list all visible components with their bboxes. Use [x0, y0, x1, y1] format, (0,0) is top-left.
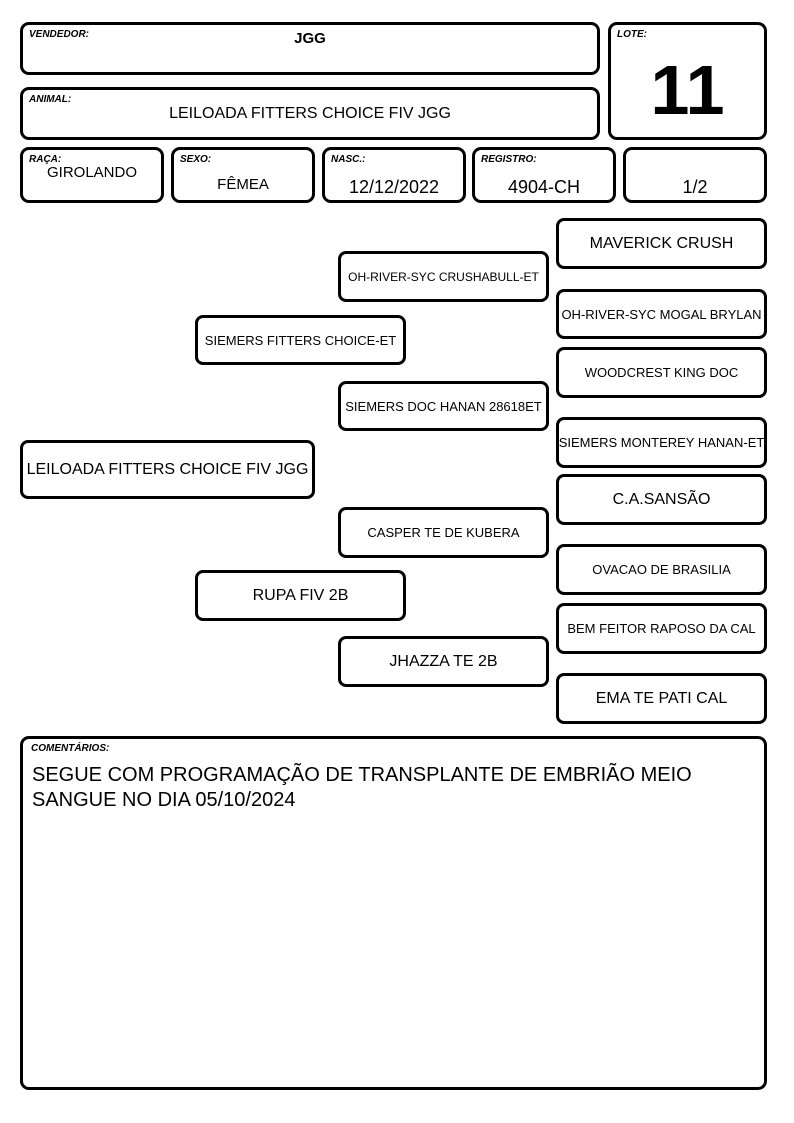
- pedigree-ss-dam: OH-RIVER-SYC MOGAL BRYLAN: [556, 289, 767, 339]
- seller-value: JGG: [294, 30, 326, 47]
- lot-box: LOTE: 11: [608, 22, 767, 140]
- pedigree-sire-sire: OH-RIVER-SYC CRUSHABULL-ET: [338, 251, 549, 302]
- breed-label: RAÇA:: [29, 154, 62, 165]
- pedigree-sd-sire: WOODCREST KING DOC: [556, 347, 767, 398]
- pedigree-sd-dam: SIEMERS MONTEREY HANAN-ET: [556, 417, 767, 468]
- birth-date-box: NASC.: 12/12/2022: [322, 147, 466, 203]
- comments-label: COMENTÁRIOS:: [31, 743, 110, 754]
- breed-box: RAÇA: GIROLANDO: [20, 147, 164, 203]
- birth-date-value: 12/12/2022: [348, 177, 440, 197]
- seller-label: VENDEDOR:: [29, 29, 90, 40]
- pedigree-dd-dam: EMA TE PATI CAL: [556, 673, 767, 724]
- animal-name: LEILOADA FITTERS CHOICE FIV JGG: [169, 105, 451, 122]
- registry-label: REGISTRO:: [481, 154, 537, 165]
- breed-value: GIROLANDO: [46, 164, 137, 181]
- comments-box: COMENTÁRIOS: SEGUE COM PROGRAMAÇÃO DE TR…: [20, 736, 767, 1090]
- pedigree-animal: LEILOADA FITTERS CHOICE FIV JGG: [20, 440, 315, 499]
- pedigree-sire: SIEMERS FITTERS CHOICE-ET: [195, 315, 406, 365]
- pedigree-dam-sire: CASPER TE DE KUBERA: [338, 507, 549, 558]
- animal-label: ANIMAL:: [29, 94, 72, 105]
- blood-fraction-value: 1/2: [682, 177, 708, 197]
- blood-fraction-box: 1/2: [623, 147, 767, 203]
- pedigree-ds-dam: OVACAO DE BRASILIA: [556, 544, 767, 595]
- lot-number: 11: [650, 51, 725, 129]
- registry-value: 4904-CH: [507, 177, 581, 197]
- animal-box: ANIMAL: LEILOADA FITTERS CHOICE FIV JGG: [20, 87, 600, 140]
- birth-date-label: NASC.:: [331, 154, 366, 165]
- pedigree-ds-sire: C.A.SANSÃO: [556, 474, 767, 525]
- sex-label: SEXO:: [180, 154, 212, 165]
- seller-box: VENDEDOR: JGG: [20, 22, 600, 75]
- pedigree-dam-dam: JHAZZA TE 2B: [338, 636, 549, 687]
- sex-value: FÊMEA: [217, 176, 269, 193]
- sex-box: SEXO: FÊMEA: [171, 147, 315, 203]
- pedigree-ss-sire: MAVERICK CRUSH: [556, 218, 767, 269]
- comments-text: SEGUE COM PROGRAMAÇÃO DE TRANSPLANTE DE …: [32, 764, 692, 811]
- registry-box: REGISTRO: 4904-CH: [472, 147, 616, 203]
- pedigree-sire-dam: SIEMERS DOC HANAN 28618ET: [338, 381, 549, 431]
- pedigree-dam: RUPA FIV 2B: [195, 570, 406, 621]
- pedigree-dd-sire: BEM FEITOR RAPOSO DA CAL: [556, 603, 767, 654]
- lot-label: LOTE:: [617, 29, 647, 40]
